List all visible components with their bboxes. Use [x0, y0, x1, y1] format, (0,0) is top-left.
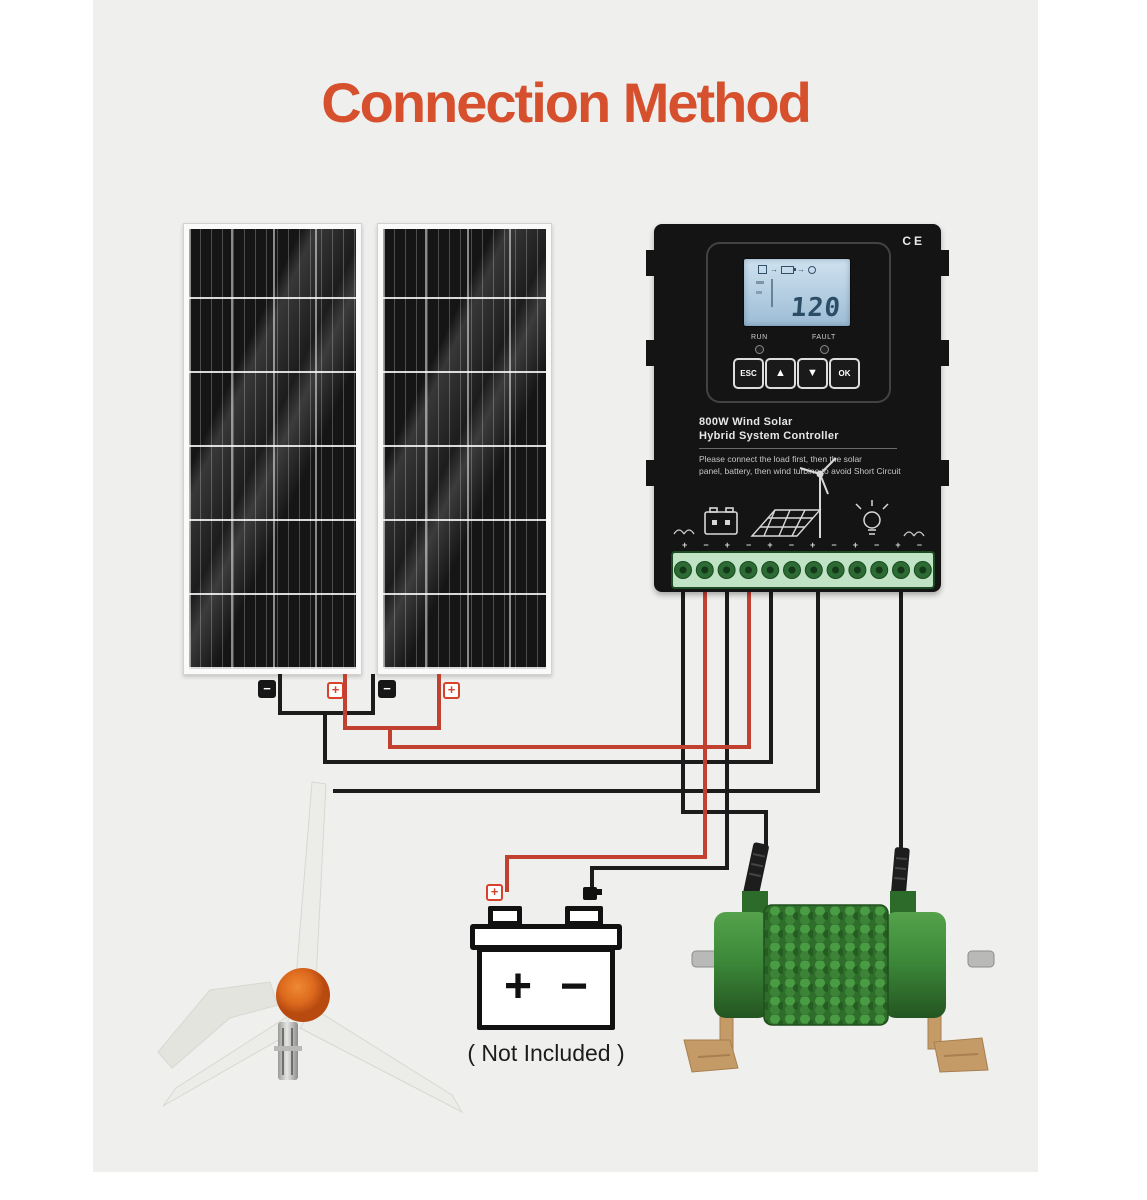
solar-panel-1-cells — [189, 229, 356, 669]
dumpload-left-post — [743, 842, 769, 896]
wire-controller-to-dumpload-left — [681, 590, 768, 852]
terminal-area: + − + − + − + − + − + − — [671, 457, 935, 589]
wire-panel-negatives-join — [278, 674, 375, 715]
divider — [699, 448, 897, 449]
controller-name-line1: 800W Wind Solar — [699, 416, 793, 428]
controller-fin — [940, 250, 949, 276]
lcd-tick — [756, 281, 764, 284]
battery-body: + − — [477, 947, 615, 1030]
wire-controller-to-battery-negative — [590, 590, 729, 896]
coil-symbol-left — [673, 529, 695, 535]
page-title: Connection Method — [321, 71, 812, 134]
terminal-polarity-marks: + − + − + − + − + − + − — [682, 540, 922, 550]
down-button[interactable]: ▼ — [797, 358, 828, 389]
lcd-tick — [756, 291, 762, 294]
controller-face-panel — [706, 242, 891, 403]
terminal-block — [671, 551, 935, 589]
fault-led-label: FAULT — [812, 334, 836, 341]
not-included-caption: ( Not Included ) — [467, 1040, 625, 1066]
dumpload-coil — [763, 904, 889, 1026]
panel2-positive-marker: + — [443, 682, 460, 699]
controller-fin — [646, 460, 655, 486]
esc-button[interactable]: ESC — [733, 358, 764, 389]
battery-minus-symbol: − — [560, 960, 589, 1013]
wind-turbine-icon — [799, 457, 837, 538]
lcd-value: 120 — [789, 293, 843, 323]
solar-panel-2-cells — [383, 229, 546, 669]
lcd-graph-bar — [771, 279, 773, 307]
lcd-load-icon — [808, 265, 816, 274]
dumpload-right-bolt — [967, 950, 995, 968]
solar-panel-1 — [183, 223, 362, 675]
up-button[interactable]: ▲ — [765, 358, 796, 389]
coil-symbol-right — [903, 531, 925, 537]
run-led-label: RUN — [751, 334, 768, 341]
wire-solar-negative-to-controller — [323, 590, 773, 764]
lcd-battery-icon — [781, 265, 796, 274]
battery: + + − — [465, 880, 640, 1080]
run-led — [755, 345, 764, 354]
dumpload-left-cap — [714, 912, 770, 1018]
dump-load-resistor — [683, 842, 995, 1073]
lcd-display: → → 120 — [743, 258, 851, 327]
turbine-blade-folded — [157, 981, 279, 1069]
ok-button[interactable]: OK — [829, 358, 860, 389]
battery-left-post — [488, 906, 522, 926]
battery-positive-marker: + — [486, 884, 503, 901]
dumpload-right-post-base — [890, 891, 916, 915]
wind-turbine — [157, 781, 464, 1114]
controller-name-line2: Hybrid System Controller — [699, 430, 839, 442]
terminal-screws[interactable] — [674, 561, 932, 579]
battery-icon — [704, 507, 738, 535]
lcd-solar-icon — [758, 265, 767, 274]
wire-panel-positives-join — [343, 674, 441, 730]
controller-fin — [940, 340, 949, 366]
bulb-load-icon — [855, 500, 889, 535]
solar-panel-2 — [377, 223, 552, 675]
controller-note-line2: panel, battery, then wind turbine to avo… — [699, 466, 901, 476]
turbine-hub — [276, 968, 330, 1022]
ce-mark: CE — [902, 234, 925, 248]
dumpload-right-post — [891, 847, 910, 896]
dumpload-right-cap — [884, 912, 946, 1018]
solar-panel-icon — [750, 509, 822, 537]
battery-right-post — [565, 906, 603, 926]
controller-fin — [940, 460, 949, 486]
wire-wind-turbine-to-controller — [333, 590, 820, 793]
wire-controller-to-battery-positive — [505, 590, 707, 892]
fault-led — [820, 345, 829, 354]
hybrid-controller: CE → → 120 RUN FAULT ESC ▲ ▼ OK 800W Win… — [646, 224, 949, 592]
wire-solar-positive-to-controller — [388, 590, 751, 749]
lcd-status-icons: → → — [758, 265, 816, 274]
controller-fin — [646, 340, 655, 366]
panel2-negative-marker: − — [378, 680, 396, 698]
turbine-blade-up — [295, 781, 327, 983]
battery-negative-connector — [583, 887, 602, 900]
controller-note-line1: Please connect the load first, then the … — [699, 454, 863, 464]
panel1-negative-marker: − — [258, 680, 276, 698]
controller-fin — [646, 250, 655, 276]
battery-plus-symbol: + — [504, 960, 533, 1013]
